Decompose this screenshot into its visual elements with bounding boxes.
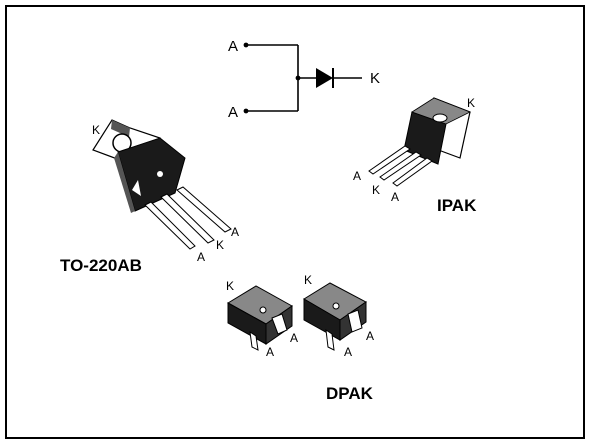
schematic-anode-bottom-label: A — [228, 104, 239, 121]
dpak-right-package — [303, 282, 367, 351]
ipak-hole — [432, 113, 448, 123]
dpak-right-pin-a2-label: A — [344, 345, 353, 359]
to220-tab-label: K — [92, 123, 101, 137]
dpak-package-name: DPAK — [326, 384, 373, 403]
dpak-left-package — [227, 285, 293, 351]
to220-package — [92, 119, 232, 250]
diode-schematic — [246, 44, 362, 112]
ipak-pin-left-label: A — [353, 169, 362, 183]
dpak-left-pin-a2-label: A — [266, 345, 275, 359]
diagram-frame — [5, 5, 585, 439]
ipak-tab-label: K — [467, 96, 476, 110]
to220-body-side — [114, 152, 135, 213]
ipak-package-name: IPAK — [437, 196, 477, 215]
to220-body — [117, 137, 186, 212]
dpak-left-pin-2 — [271, 313, 288, 335]
ipak-pin-right — [392, 157, 433, 187]
dpak-right-mark — [332, 302, 340, 310]
ipak-pin-mid-label: K — [372, 183, 381, 197]
ipak-pin-left — [368, 145, 411, 175]
dpak-right-tab-label: K — [304, 273, 313, 287]
to220-mark — [157, 171, 163, 177]
ipak-package — [368, 97, 471, 187]
dpak-left-pin-a1-label: A — [290, 331, 299, 345]
schematic-anode-top-label: A — [228, 38, 239, 55]
ipak-pin-right-label: A — [391, 190, 400, 204]
to220-pin-right-label: A — [231, 225, 240, 239]
dpak-right-pin-a1-label: A — [366, 329, 375, 343]
to220-pin-mid — [160, 193, 215, 244]
to220-pin-left-label: A — [197, 250, 206, 264]
to220-pin-right — [176, 186, 232, 233]
dpak-left-tab-label: K — [226, 279, 235, 293]
to220-tab-edge — [111, 120, 130, 137]
dpak-right-pin-2 — [347, 309, 363, 333]
dpak-left-mark — [259, 306, 267, 314]
dpak-left-pin-1 — [249, 330, 259, 351]
to220-package-name: TO-220AB — [60, 256, 142, 275]
to220-pin-left — [144, 201, 196, 250]
to220-pin-mid-label: K — [216, 238, 225, 252]
terminal-dot-bottom — [243, 108, 249, 114]
terminal-dot-top — [243, 42, 249, 48]
diode-triangle — [316, 68, 333, 88]
to220-bevel — [132, 180, 141, 196]
schematic-cathode-label: K — [370, 70, 381, 87]
junction-dot — [295, 75, 301, 81]
ipak-pin-mid — [379, 151, 422, 181]
dpak-right-pin-1 — [325, 328, 335, 351]
